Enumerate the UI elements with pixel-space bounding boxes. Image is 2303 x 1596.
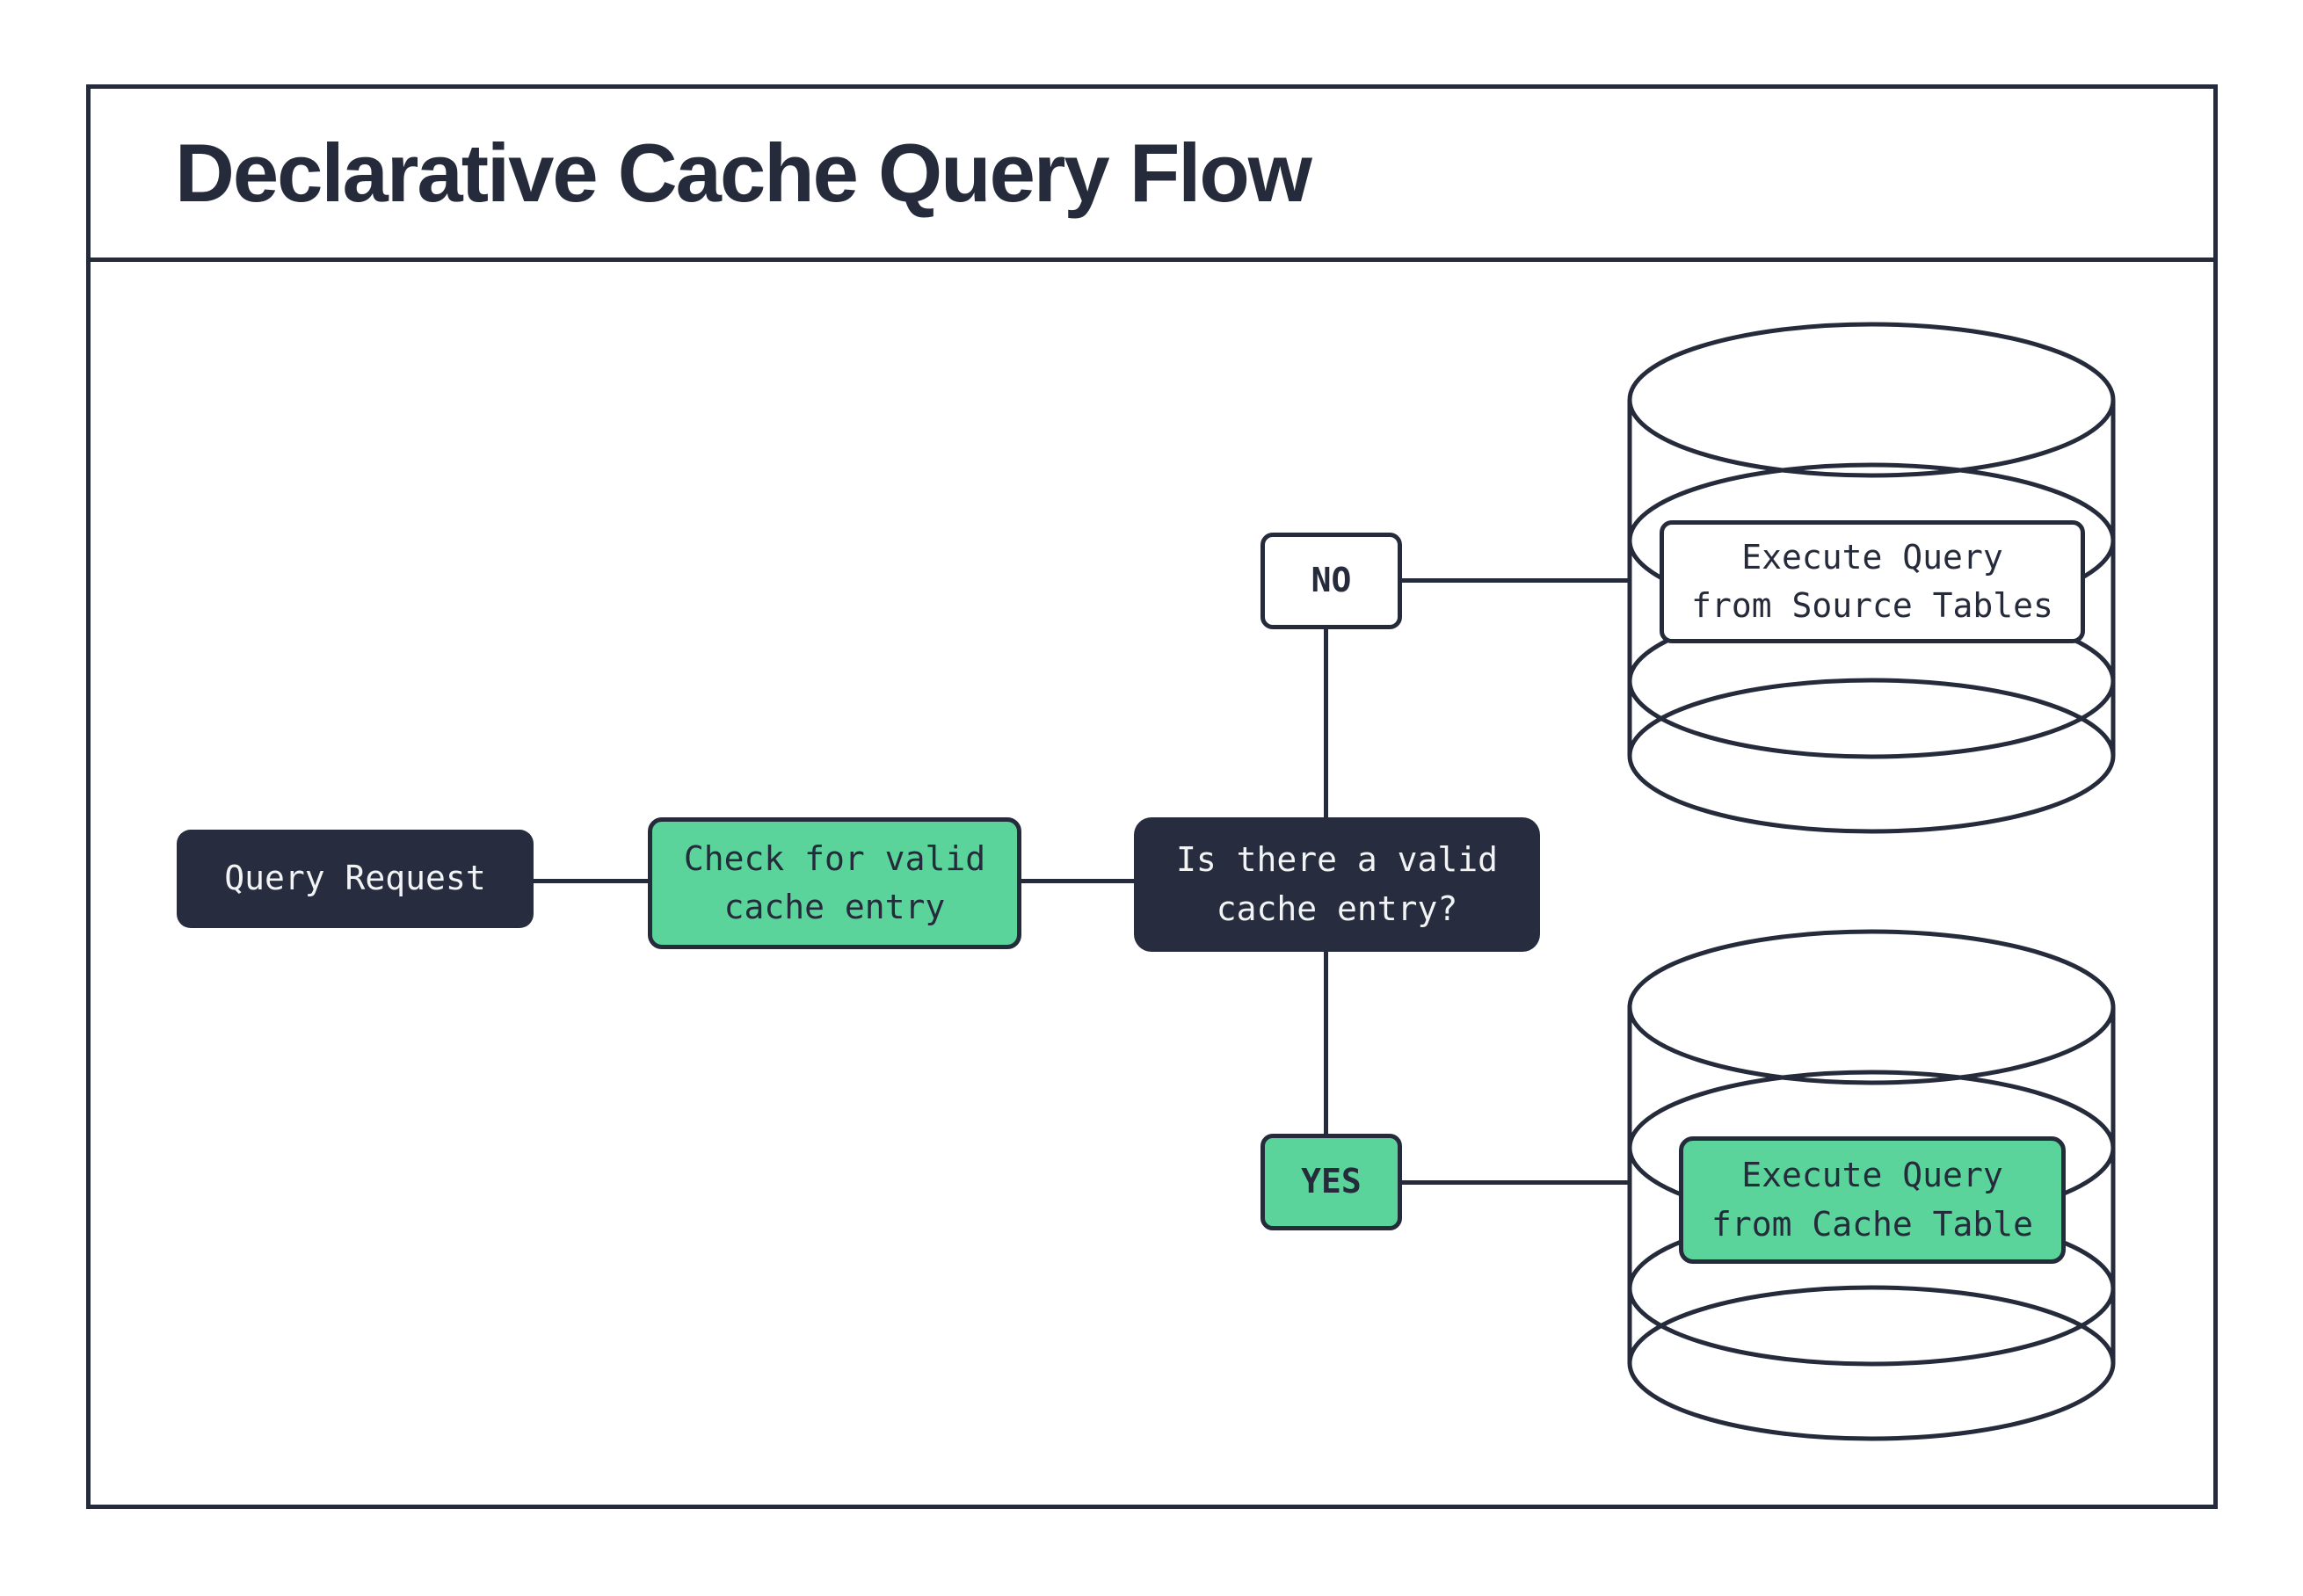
node-branch-yes: YES	[1260, 1134, 1402, 1230]
diagram-panel: Declarative Cache Query Flow	[86, 84, 2218, 1509]
connector-check-to-decision	[1021, 879, 1134, 883]
connector-yes-to-cache-db	[1402, 1180, 1629, 1185]
node-execute-cache-table: Execute Query from Cache Table	[1679, 1136, 2066, 1264]
connector-decision-to-yes	[1324, 952, 1328, 1134]
node-execute-source-tables: Execute Query from Source Tables	[1660, 520, 2085, 643]
node-decision-valid-cache: Is there a valid cache entry?	[1134, 817, 1540, 952]
page-title: Declarative Cache Query Flow	[175, 127, 1312, 219]
node-query-request: Query Request	[177, 830, 534, 928]
node-branch-no: NO	[1260, 533, 1402, 629]
connector-request-to-check	[534, 879, 648, 883]
node-check-cache: Check for valid cache entry	[648, 817, 1021, 949]
cache-database-cylinder-icon	[1627, 928, 2116, 1442]
connector-no-to-decision	[1324, 629, 1328, 817]
connector-no-to-source-db	[1402, 578, 1629, 583]
diagram-header: Declarative Cache Query Flow	[91, 89, 2213, 262]
